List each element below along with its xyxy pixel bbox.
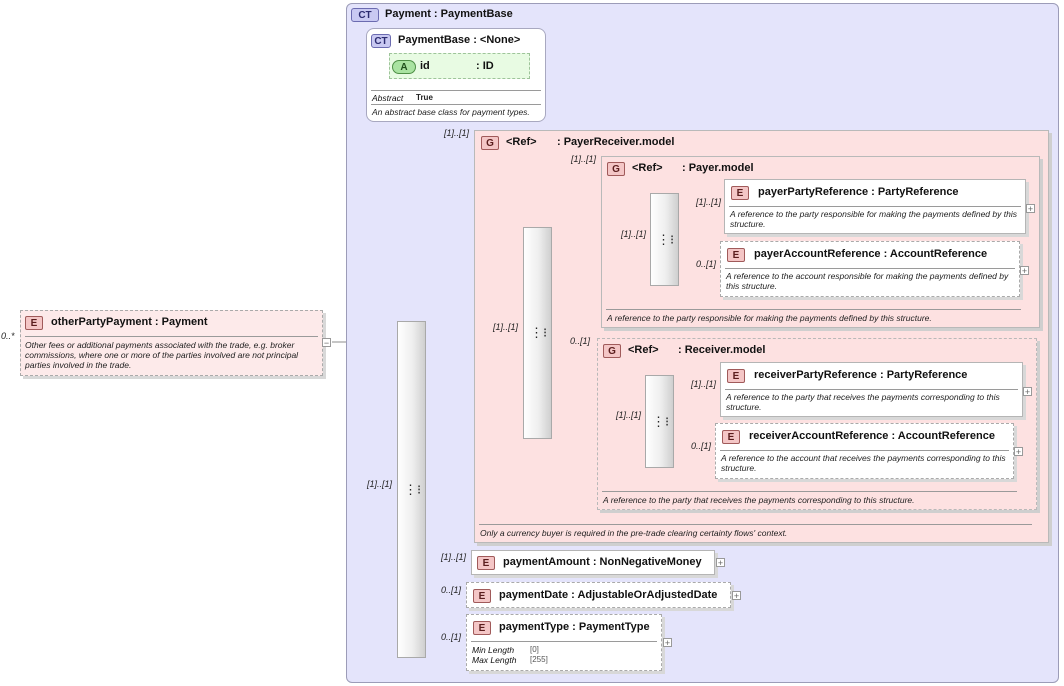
group-ref: <Ref> xyxy=(632,162,663,174)
expand-toggle[interactable]: + xyxy=(1020,266,1029,276)
element-icon: E xyxy=(731,186,749,200)
sequence-compositor-icon: ⋮⁝ xyxy=(657,232,675,247)
expand-toggle[interactable]: + xyxy=(1014,447,1023,457)
payer-account-reference[interactable]: E payerAccountReference : AccountReferen… xyxy=(720,241,1020,297)
element-desc: A reference to the account responsible f… xyxy=(726,271,1009,291)
element-title: receiverAccountReference : AccountRefere… xyxy=(749,430,995,442)
group-ref: <Ref> xyxy=(628,344,659,356)
receiver-sequence-compositor[interactable]: ⋮⁝ xyxy=(645,375,674,468)
attribute-icon: A xyxy=(392,60,416,74)
expand-toggle[interactable]: + xyxy=(732,591,741,601)
receiver-party-reference[interactable]: E receiverPartyReference : PartyReferenc… xyxy=(720,362,1023,417)
collapse-toggle[interactable]: − xyxy=(322,338,331,348)
group-icon: G xyxy=(481,136,499,150)
complex-type-icon: CT xyxy=(371,34,391,48)
facet-label: Max Length xyxy=(472,655,517,665)
separator xyxy=(729,206,1021,207)
sequence-compositor-icon: ⋮⁝ xyxy=(404,482,422,497)
attribute-id[interactable]: A id : ID xyxy=(389,53,530,79)
expand-toggle[interactable]: + xyxy=(663,638,672,648)
element-icon: E xyxy=(477,556,495,570)
sequence-compositor-icon: ⋮⁝ xyxy=(530,325,548,340)
payment-type-title: Payment : PaymentBase xyxy=(385,8,513,20)
element-icon: E xyxy=(722,430,740,444)
element-icon: E xyxy=(473,621,491,635)
root-element-box[interactable]: E otherPartyPayment : Payment Other fees… xyxy=(20,310,323,376)
payer-party-cardinality: [1]..[1] xyxy=(696,197,722,207)
main-sequence-compositor[interactable]: ⋮⁝ xyxy=(397,321,426,658)
element-icon: E xyxy=(727,248,745,262)
payer-receiver-cardinality: [1]..[1] xyxy=(444,128,470,138)
separator xyxy=(720,450,1009,451)
attribute-name: id xyxy=(420,60,430,72)
receiver-seq-cardinality: [1]..[1] xyxy=(616,410,642,420)
group-ref: <Ref> xyxy=(506,136,537,148)
payer-desc: A reference to the party responsible for… xyxy=(607,313,932,323)
expand-toggle[interactable]: + xyxy=(1023,387,1032,397)
payment-base-type[interactable]: CT PaymentBase : <None> A id : ID Abstra… xyxy=(366,28,546,122)
facet-value: [0] xyxy=(530,645,539,654)
element-icon: E xyxy=(25,316,43,330)
payer-receiver-desc: Only a currency buyer is required in the… xyxy=(480,528,788,538)
payment-amount-element[interactable]: E paymentAmount : NonNegativeMoney xyxy=(471,550,715,575)
expand-toggle[interactable]: + xyxy=(716,558,725,568)
payment-date-cardinality: 0..[1] xyxy=(441,585,462,595)
payment-base-title: PaymentBase : <None> xyxy=(398,34,521,46)
payer-account-cardinality: 0..[1] xyxy=(696,259,717,269)
element-icon: E xyxy=(727,369,745,383)
complex-type-icon: CT xyxy=(351,8,379,22)
payment-date-element[interactable]: E paymentDate : AdjustableOrAdjustedDate xyxy=(466,582,731,608)
element-title: paymentDate : AdjustableOrAdjustedDate xyxy=(499,589,718,601)
element-title: receiverPartyReference : PartyReference xyxy=(754,369,968,381)
separator xyxy=(25,336,318,337)
root-cardinality: 0..* xyxy=(1,331,15,341)
receiver-party-cardinality: [1]..[1] xyxy=(691,379,717,389)
element-title: payerPartyReference : PartyReference xyxy=(758,186,959,198)
receiver-account-reference[interactable]: E receiverAccountReference : AccountRefe… xyxy=(715,423,1014,479)
separator xyxy=(725,389,1018,390)
payer-party-reference[interactable]: E payerPartyReference : PartyReference A… xyxy=(724,179,1026,234)
element-icon: E xyxy=(473,589,491,603)
separator xyxy=(471,641,657,642)
root-element-title: otherPartyPayment : Payment xyxy=(51,316,208,328)
separator xyxy=(479,524,1032,525)
payment-base-desc: An abstract base class for payment types… xyxy=(372,107,530,117)
pr-seq-cardinality: [1]..[1] xyxy=(493,322,519,332)
receiver-desc: A reference to the party that receives t… xyxy=(603,495,915,505)
separator xyxy=(606,309,1021,310)
payment-type-cardinality: 0..[1] xyxy=(441,632,462,642)
root-element-desc: Other fees or additional payments associ… xyxy=(25,340,299,370)
receiver-account-cardinality: 0..[1] xyxy=(691,441,712,451)
element-title: paymentAmount : NonNegativeMoney xyxy=(503,556,702,568)
group-icon: G xyxy=(607,162,625,176)
attribute-type: : ID xyxy=(476,60,494,72)
element-title: paymentType : PaymentType xyxy=(499,621,650,633)
group-name: : Receiver.model xyxy=(678,344,766,356)
group-icon: G xyxy=(603,344,621,358)
payment-amount-cardinality: [1]..[1] xyxy=(441,552,467,562)
sequence-compositor-icon: ⋮⁝ xyxy=(652,414,670,429)
receiver-cardinality: 0..[1] xyxy=(570,336,591,346)
element-title: payerAccountReference : AccountReference xyxy=(754,248,988,260)
element-desc: A reference to the account that receives… xyxy=(721,453,1006,473)
separator xyxy=(371,104,541,105)
element-desc: A reference to the party responsible for… xyxy=(730,209,1017,229)
group-name: : PayerReceiver.model xyxy=(557,136,675,148)
facet-label: Min Length xyxy=(472,645,515,655)
pr-sequence-compositor[interactable]: ⋮⁝ xyxy=(523,227,552,439)
payer-cardinality: [1]..[1] xyxy=(571,154,597,164)
group-name: : Payer.model xyxy=(682,162,754,174)
abstract-value: True xyxy=(416,93,433,102)
abstract-label: Abstract xyxy=(372,93,404,103)
separator xyxy=(725,268,1015,269)
payer-sequence-compositor[interactable]: ⋮⁝ xyxy=(650,193,679,286)
payer-seq-cardinality: [1]..[1] xyxy=(621,229,647,239)
expand-toggle[interactable]: + xyxy=(1026,204,1035,214)
separator xyxy=(371,90,541,91)
facet-value: [255] xyxy=(530,655,548,664)
main-seq-cardinality: [1]..[1] xyxy=(367,479,393,489)
payment-type-element[interactable]: E paymentType : PaymentType Min Length [… xyxy=(466,614,662,671)
separator xyxy=(602,491,1017,492)
element-desc: A reference to the party that receives t… xyxy=(726,392,1000,412)
